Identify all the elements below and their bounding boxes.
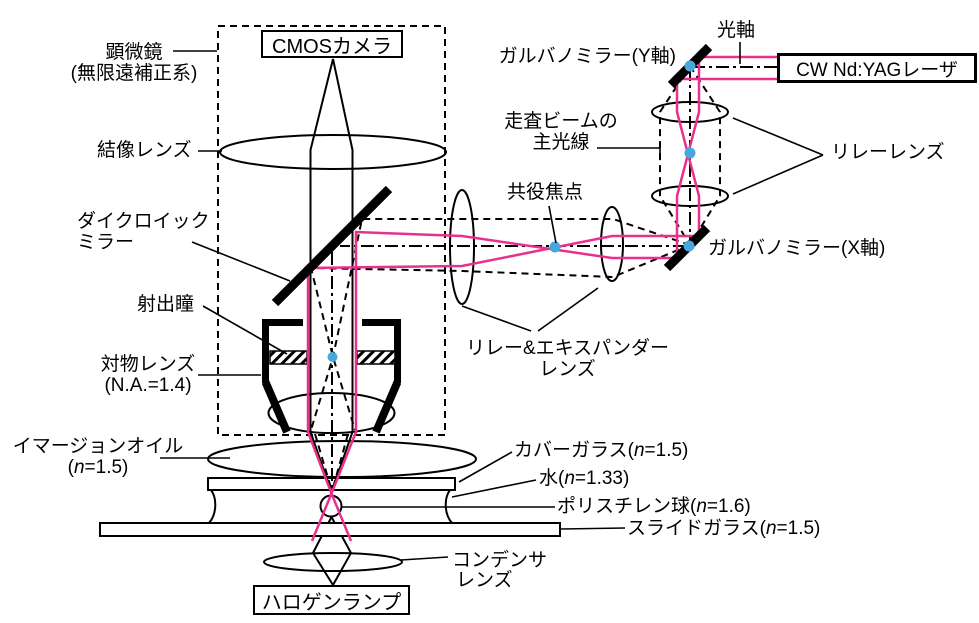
pointer-dichroic <box>191 241 291 282</box>
slide-glass <box>99 522 561 537</box>
relay-lens-top <box>651 101 729 123</box>
galvano-x-label: ガルバノミラー(X軸) <box>708 238 886 259</box>
tube-lens-label: 結像レンズ <box>97 140 192 161</box>
slide-glass-label: スライドガラス(n=1.5) <box>627 518 821 539</box>
relay-lens-bottom <box>651 185 729 207</box>
dichroic-label-line2: ミラー <box>77 232 135 253</box>
dichroic-label: ダイクロイック ミラー <box>77 211 210 253</box>
pointer-cover-glass <box>458 451 513 483</box>
expander-label: リレー&エキスパンダー レンズ <box>465 338 670 380</box>
microscope-dashed-box <box>217 25 446 436</box>
pointer-relay-lens-bottom <box>732 154 824 195</box>
pointer-expander-left <box>461 305 532 332</box>
focal-dot-relay-midpoint <box>684 147 696 159</box>
laser-beam-ray-a <box>330 55 777 542</box>
laser-beam-ray-b <box>306 77 777 542</box>
pointer-water <box>451 479 537 498</box>
cmos-camera-label: CMOSカメラ <box>272 35 392 58</box>
scan-beam-label-line2: 主光線 <box>532 132 590 153</box>
cmos-camera-box: CMOSカメラ <box>261 30 403 58</box>
scan-envelope-focus-left <box>314 433 332 489</box>
scan-beam-label-line1: 走査ビームの <box>504 111 618 132</box>
focal-dot-conjugate <box>549 241 561 253</box>
immersion-oil-label-line1: イマージョンオイル <box>12 436 184 457</box>
expander-label-line2: レンズ <box>539 359 596 380</box>
pointer-slide-glass <box>560 527 626 530</box>
focal-dot-exit-pupil <box>327 352 338 362</box>
water-label: 水(n=1.33) <box>539 468 630 489</box>
scan-envelope-right <box>689 65 721 246</box>
dichroic-label-line1: ダイクロイック <box>77 211 210 232</box>
condenser-label-line1: コンデンサ <box>452 550 548 571</box>
pointer-relay-lens-top <box>732 117 824 156</box>
condenser-lens <box>263 552 403 572</box>
optical-axis-label: 光軸 <box>717 20 756 41</box>
condenser-label-line2: レンズ <box>456 570 513 591</box>
objective-label-line2: (N.A.=1.4) <box>104 375 192 396</box>
expander-label-line1: リレー&エキスパンダー <box>465 338 670 359</box>
halogen-lamp-label: ハロゲンランプ <box>261 591 402 614</box>
cover-glass-label: カバーガラス(n=1.5) <box>514 440 689 461</box>
microscope-label: 顕微鏡 (無限遠補正系) <box>60 42 208 84</box>
exit-pupil-hatch-right <box>356 350 396 365</box>
relay-lens-label: リレーレンズ <box>831 142 945 163</box>
objective-label-line1: 対物レンズ <box>100 354 196 375</box>
objective-top-bar-left <box>262 319 303 326</box>
imaging-beam-right <box>330 58 354 493</box>
imaging-beam-left <box>309 58 334 493</box>
objective-wall-left <box>262 319 269 383</box>
pointer-expander-right <box>537 287 599 332</box>
scan-envelope-upper <box>310 218 691 431</box>
pointer-exit-pupil <box>202 305 288 355</box>
polystyrene-label: ポリスチレン球(n=1.6) <box>557 496 751 517</box>
galvano-y-label: ガルバノミラー(Y軸) <box>498 46 676 67</box>
dichroic-mirror <box>271 185 393 307</box>
expander-lens-left <box>449 189 475 305</box>
scan-beam-label: 走査ビームの 主光線 <box>501 111 621 153</box>
microscope-label-line2: (無限遠補正系) <box>70 63 198 84</box>
immersion-oil-label-line2: (n=1.5) <box>67 457 129 478</box>
scan-envelope-focus-right <box>332 433 349 489</box>
objective-wall-right <box>394 319 401 383</box>
immersion-oil-label: イマージョンオイル (n=1.5) <box>8 436 188 478</box>
objective-front-lens <box>267 392 396 434</box>
objective-top-bar-right <box>362 319 401 326</box>
objective-taper-left <box>261 380 291 434</box>
water-meniscus-left <box>208 489 217 524</box>
pointer-condenser <box>400 556 449 561</box>
tube-lens <box>219 134 447 170</box>
expander-lens-right <box>600 206 624 282</box>
objective-taper-right <box>372 380 402 434</box>
exit-pupil-hatch-left <box>269 350 308 365</box>
halogen-lamp-box: ハロゲンランプ <box>253 585 410 615</box>
exit-pupil-label: 射出瞳 <box>137 294 195 315</box>
focal-dot-galvano-x <box>683 240 695 252</box>
focal-dot-galvano-y <box>684 60 696 72</box>
objective-label: 対物レンズ (N.A.=1.4) <box>92 354 204 396</box>
water-meniscus-right <box>444 489 453 524</box>
conjugate-focus-label: 共役焦点 <box>507 182 584 203</box>
laser-label: CW Nd:YAGレーザ <box>796 59 958 81</box>
microscope-label-line1: 顕微鏡 <box>105 42 163 63</box>
laser-box: CW Nd:YAGレーザ <box>777 53 977 83</box>
pointer-conjugate-focus <box>548 205 557 244</box>
